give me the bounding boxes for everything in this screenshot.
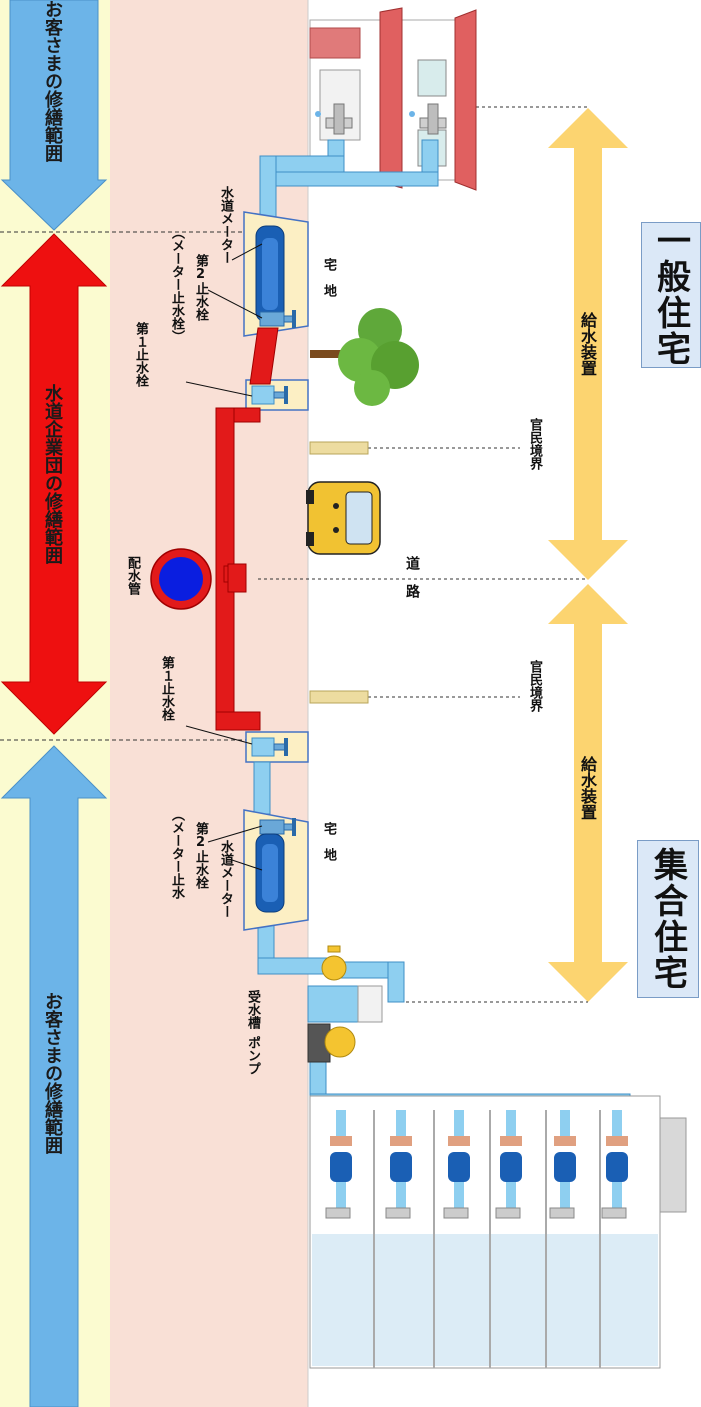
bottom-customer-arrow	[0, 745, 108, 1407]
second-valve-label-bottom: 第2止水栓	[193, 822, 208, 889]
first-valve-bottom	[251, 737, 288, 757]
unit-3	[443, 1110, 470, 1219]
second-valve-sub-label-top: （メーター止水栓）	[169, 226, 184, 343]
supply-arrow-top	[548, 108, 628, 580]
top-customer-arrow	[0, 0, 108, 231]
apartment-units	[325, 1110, 628, 1219]
boundary-marker-bottom	[309, 690, 369, 704]
detached-house-title-box: 一般住宅	[641, 222, 701, 368]
boundary-label-bottom: 官民境界	[527, 660, 542, 712]
second-valve-sub-label-bottom: （メーター止水	[169, 808, 184, 899]
premises-label-bottom: 宅 地	[321, 822, 336, 861]
meter-label-top: 水道メーター	[218, 186, 233, 264]
unit-5	[549, 1110, 576, 1219]
pointer-second-valve-top	[207, 289, 263, 319]
tree-icon	[310, 308, 419, 406]
meter-label-bottom: 水道メーター	[218, 840, 233, 918]
first-valve-label-top: 第１止水栓	[133, 322, 148, 387]
premises-label-top: 宅 地	[321, 258, 336, 297]
receiving-tank	[307, 985, 383, 1023]
road-label: 道 路	[404, 556, 420, 598]
water-meter-top	[255, 225, 285, 323]
first-valve-label-bottom: 第１止水栓	[159, 656, 174, 721]
supply-equipment-label-bottom: 給水装置	[578, 756, 597, 820]
apartment-floor-dividers	[373, 1110, 601, 1368]
unit-4	[495, 1110, 522, 1219]
tank-label: 受水槽	[245, 990, 260, 1029]
top-customer-label: お客さまの修繕範囲	[42, 0, 63, 162]
detached-house-title: 一般住宅	[650, 223, 691, 367]
house-faucet-2	[409, 103, 447, 135]
bottom-customer-label: お客さまの修繕範囲	[42, 992, 63, 1154]
unit-1	[325, 1110, 352, 1219]
pointer-meter-top	[231, 243, 263, 261]
water-meter-bottom	[255, 833, 285, 913]
gate-valve	[321, 945, 347, 981]
car-icon	[306, 481, 381, 555]
unit-2	[385, 1110, 412, 1219]
pointer-first-valve-bottom	[185, 725, 253, 745]
boundary-label-top: 官民境界	[527, 418, 542, 470]
unit-6	[601, 1110, 628, 1219]
apartment-title-box: 集合住宅	[637, 840, 699, 998]
service-pipe-bottom	[253, 761, 631, 1121]
house-faucet-1	[315, 103, 353, 135]
pointer-meter-bottom	[231, 859, 263, 871]
utility-pipe	[215, 327, 279, 731]
water-main-label: 配水管	[125, 556, 140, 595]
pump-label: ポンプ	[245, 1036, 260, 1075]
second-valve-top	[259, 310, 296, 328]
apartment-title: 集合住宅	[647, 847, 688, 991]
second-valve-label-top: 第2止水栓	[193, 254, 208, 321]
pointer-first-valve-top	[185, 381, 253, 397]
utility-label: 水道企業団の修繕範囲	[42, 384, 63, 564]
supply-arrow-bottom	[548, 584, 628, 1002]
water-main	[150, 548, 212, 610]
pointer-second-valve-bottom	[207, 825, 263, 843]
ground-band	[110, 0, 308, 1407]
first-valve-top	[251, 385, 288, 405]
utility-arrow	[0, 233, 108, 735]
apartment-building	[309, 1095, 687, 1369]
supply-equipment-label-top: 給水装置	[578, 312, 597, 376]
boundary-marker-top	[309, 441, 369, 455]
pump	[307, 1023, 356, 1063]
